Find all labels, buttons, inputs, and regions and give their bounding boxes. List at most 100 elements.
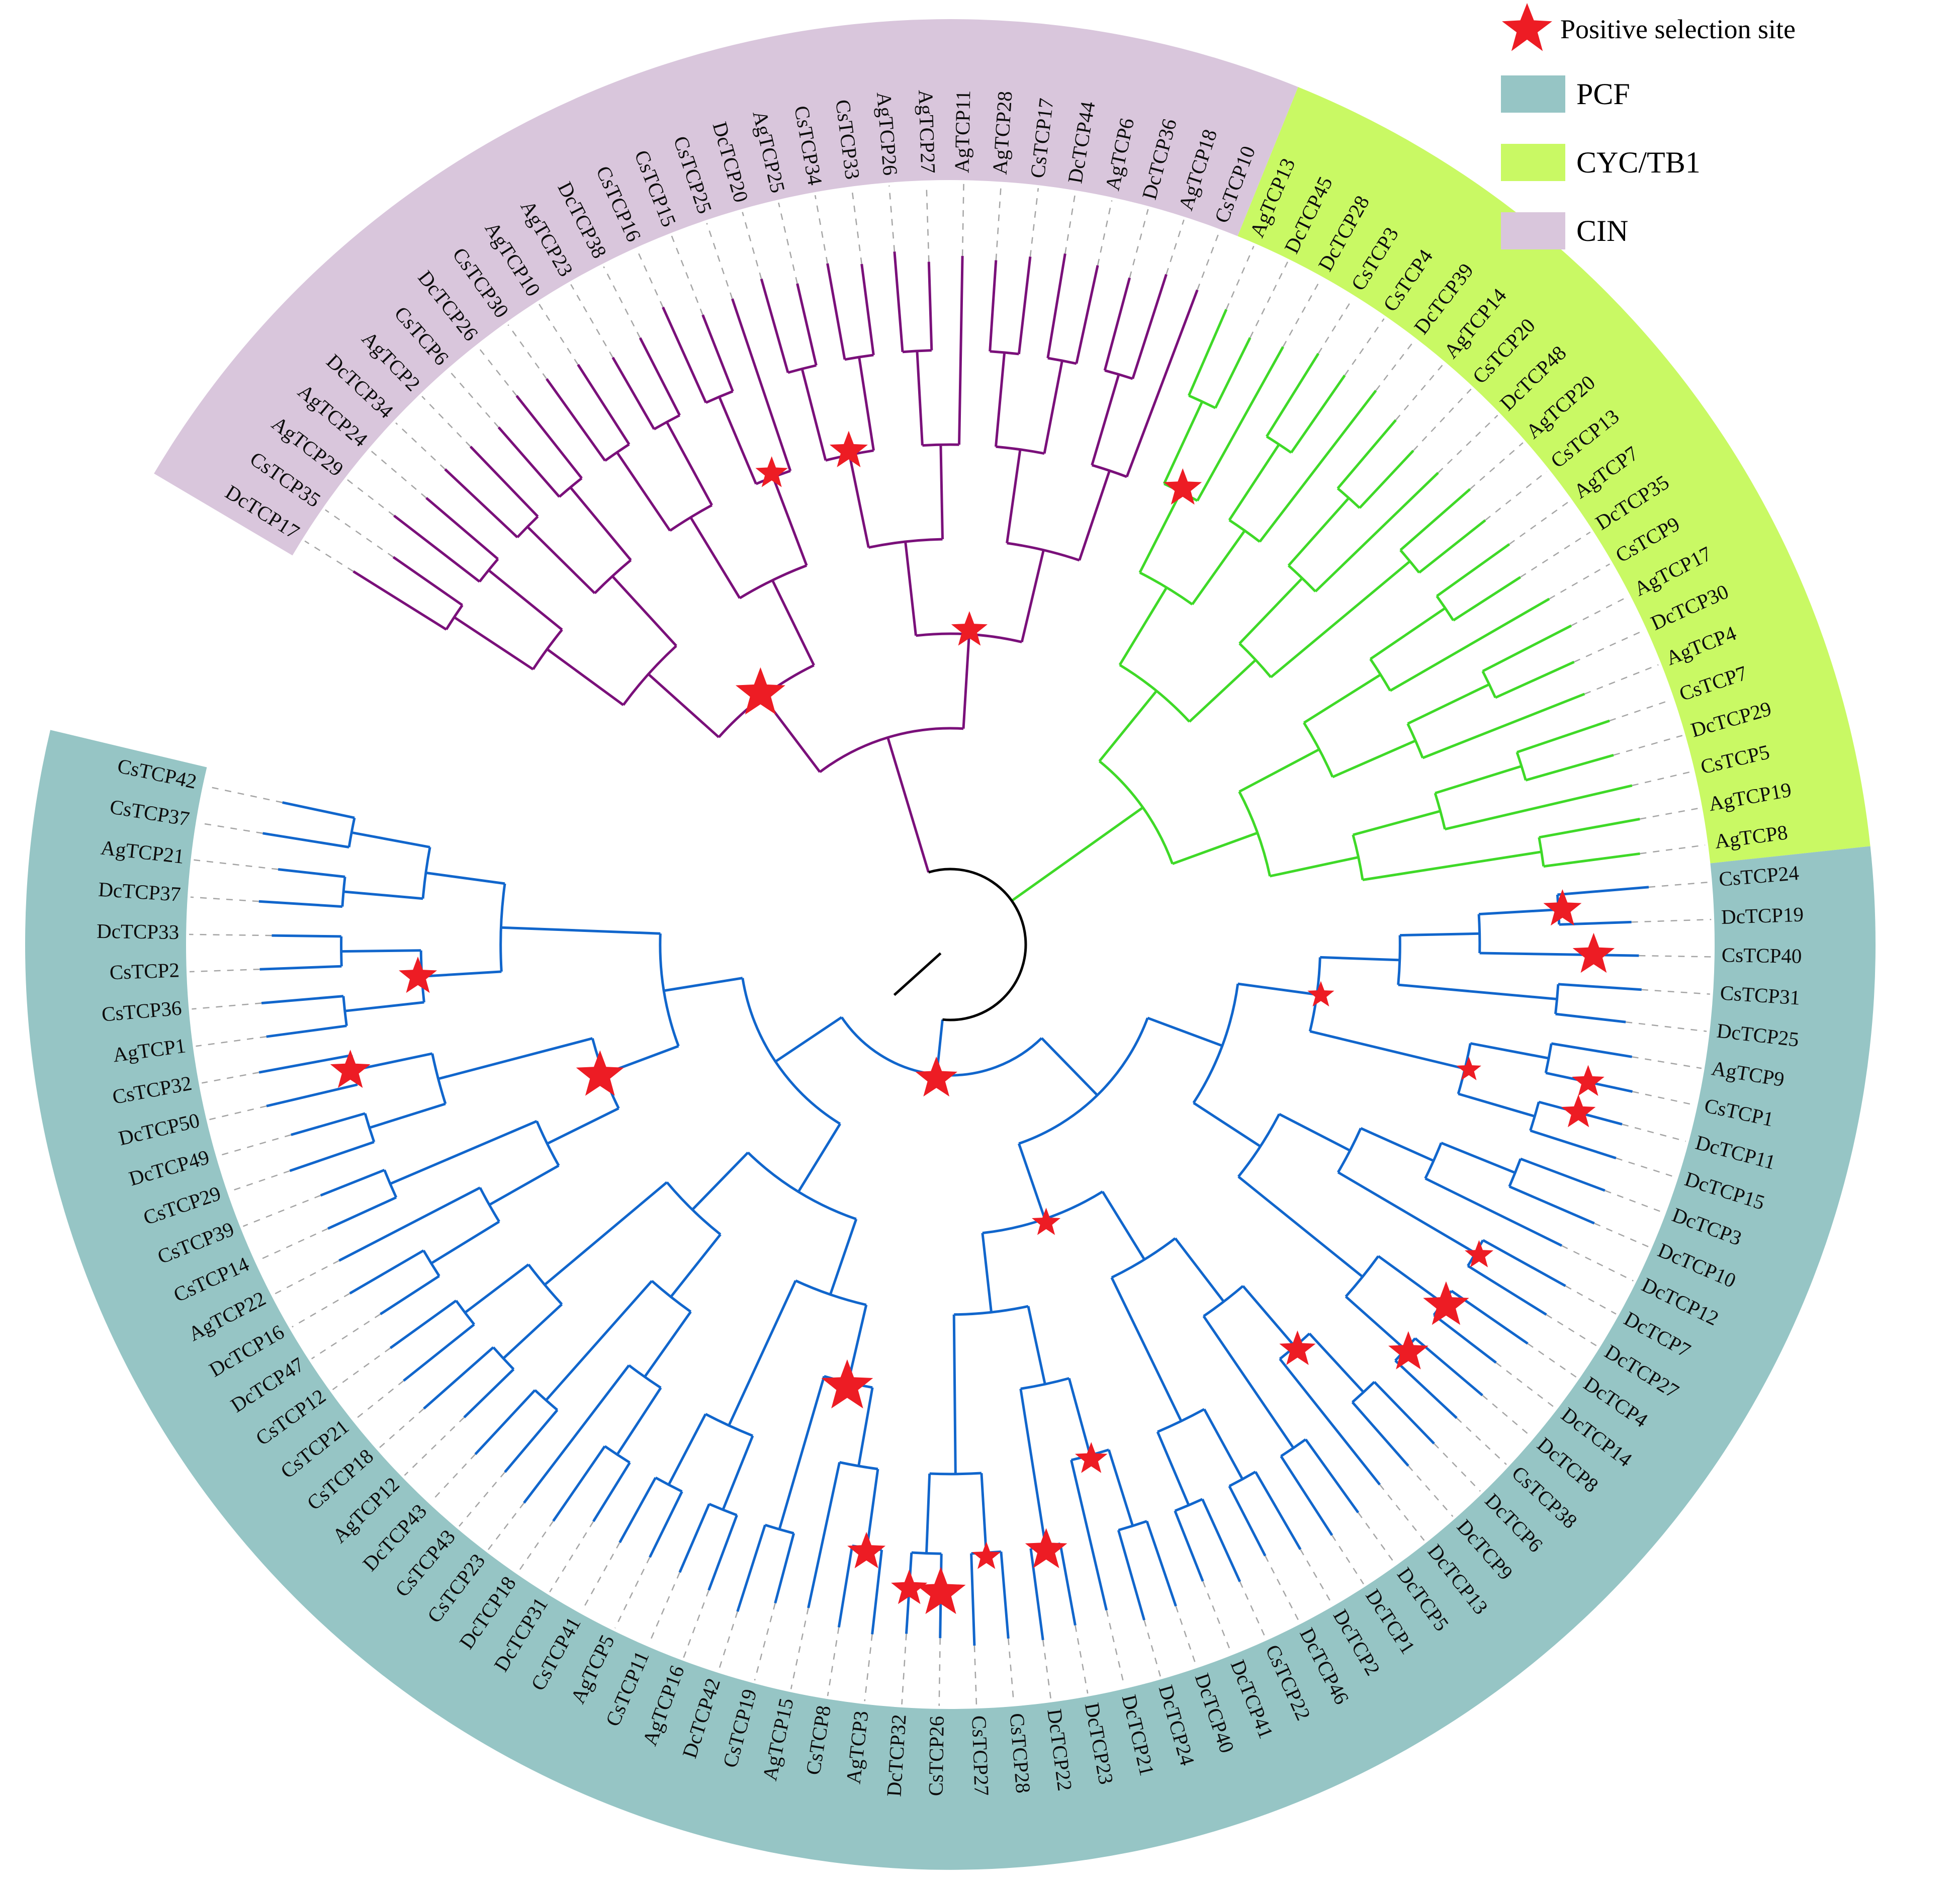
branch (1641, 989, 1710, 995)
branch (1358, 1512, 1395, 1564)
branch (393, 515, 481, 583)
branch (341, 949, 421, 953)
branch (1027, 1306, 1046, 1385)
positive-selection-star (916, 1567, 966, 1614)
leaf-label: CsTCP40 (1722, 943, 1802, 968)
branch (425, 497, 499, 560)
branch-arc (1238, 791, 1272, 877)
branch (1517, 719, 1610, 753)
legend-label-positive-selection-site: Positive selection site (1560, 14, 1796, 44)
branch (205, 785, 283, 803)
branch (1147, 1016, 1223, 1047)
branch-arc (922, 443, 959, 447)
branch (1138, 491, 1182, 573)
positive-selection-star (1388, 1331, 1429, 1370)
branch-arc (604, 1445, 631, 1464)
branch (1332, 739, 1416, 779)
branch (961, 183, 964, 256)
branch (1616, 1157, 1675, 1178)
branch (814, 195, 828, 264)
branch (1075, 265, 1099, 364)
legend-item-cin: CIN (1501, 212, 1796, 249)
branch (1308, 1332, 1365, 1393)
branch (1571, 596, 1628, 627)
branch (421, 970, 502, 978)
branch (292, 1293, 350, 1328)
branch (1008, 1638, 1015, 1703)
branch (379, 1408, 424, 1448)
branch-arc (532, 629, 563, 670)
branch (344, 1001, 424, 1012)
branch (952, 1314, 957, 1474)
branch-arc (340, 936, 343, 967)
branch-arc (558, 477, 583, 498)
branch (389, 1300, 457, 1349)
branch (1631, 918, 1712, 923)
branch-arc (868, 538, 943, 549)
branch (1203, 1408, 1244, 1480)
branch (678, 1503, 710, 1573)
branch (266, 1083, 358, 1107)
branch (1172, 831, 1258, 865)
branch (1452, 576, 1522, 622)
branch-arc (655, 1476, 683, 1493)
branch (1546, 1314, 1597, 1347)
branch (618, 1477, 657, 1544)
branch (731, 298, 792, 472)
branch (1265, 353, 1320, 438)
branch-arc (536, 1121, 560, 1166)
branch (347, 479, 395, 517)
branch (1520, 1157, 1606, 1192)
branch (904, 541, 917, 636)
positive-selection-star (1307, 981, 1334, 1007)
branch (282, 801, 355, 819)
leaf-label: DcTCP19 (1721, 903, 1804, 928)
positive-selection-star (1456, 1056, 1481, 1080)
branch (444, 468, 518, 539)
branch-arc (669, 504, 712, 532)
branch (1632, 1091, 1695, 1106)
branch-arc (383, 1169, 398, 1198)
branch-arc (445, 604, 464, 630)
branch (258, 900, 343, 908)
branch (980, 1473, 988, 1553)
branch (192, 1002, 262, 1010)
branch (701, 314, 734, 392)
positive-selection-star (1572, 932, 1615, 973)
branch (1525, 753, 1614, 782)
branch (772, 476, 808, 566)
branch-arc (1228, 519, 1261, 543)
branch (1129, 209, 1149, 278)
branch-arc (741, 978, 841, 1125)
positive-selection-star (915, 1056, 957, 1097)
positive-selection-star (755, 456, 788, 487)
branch (199, 822, 263, 834)
branch-arc (1111, 1237, 1176, 1279)
branch (1433, 1314, 1497, 1364)
branch (1369, 607, 1446, 660)
branch (1555, 1012, 1626, 1023)
branch (1344, 318, 1385, 376)
legend-label-cyc-tb1: CYC/TB1 (1576, 145, 1701, 179)
branch (707, 1514, 738, 1591)
branch-arc (996, 445, 1045, 455)
branch (370, 450, 427, 498)
branch-arc (819, 727, 964, 773)
branch (1407, 1465, 1454, 1517)
branch-arc (666, 1181, 722, 1236)
branch (1059, 1544, 1077, 1626)
branch (848, 454, 870, 548)
branch-arc (594, 559, 632, 594)
branch (196, 1036, 266, 1047)
branch (1278, 1112, 1351, 1152)
branch (1359, 450, 1414, 509)
branch (614, 1557, 651, 1629)
branch (1106, 1610, 1125, 1686)
branch (1279, 1358, 1381, 1486)
branch (1640, 844, 1706, 854)
branch (871, 1550, 883, 1635)
branch (1309, 1030, 1466, 1070)
branch (190, 896, 259, 902)
branch (261, 995, 344, 1004)
branch (1202, 1581, 1232, 1653)
